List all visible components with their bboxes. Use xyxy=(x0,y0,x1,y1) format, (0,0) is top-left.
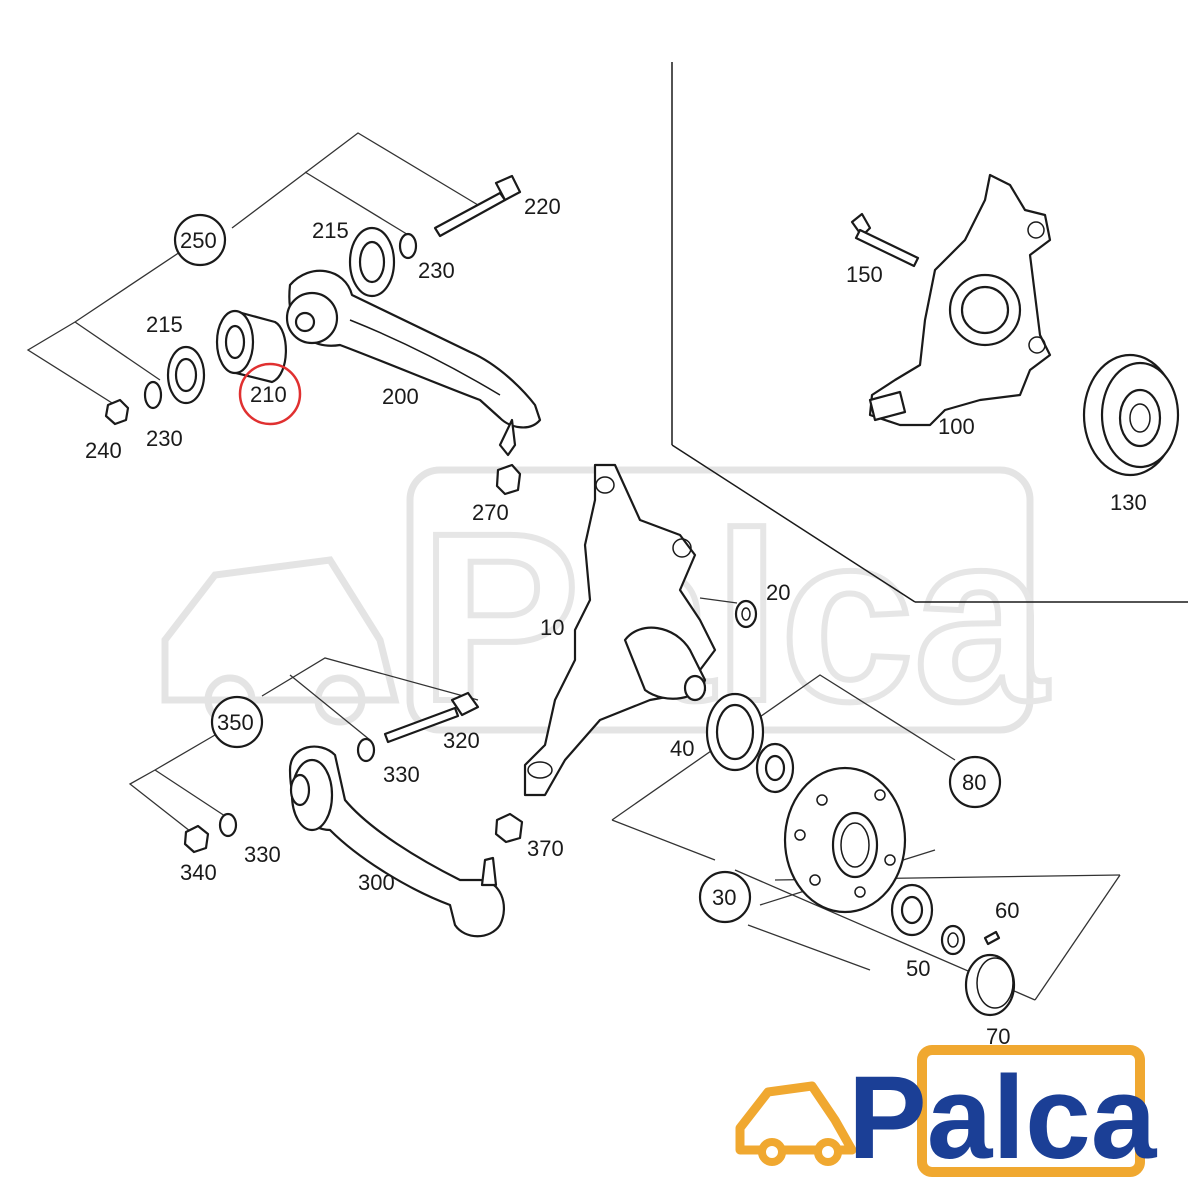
hub-flange xyxy=(783,766,907,914)
bushing-210 xyxy=(215,309,287,384)
label-10: 10 xyxy=(540,615,564,640)
label-70: 70 xyxy=(986,1024,1010,1049)
callout-labels: 250 220 215 230 215 210 200 230 240 270 … xyxy=(85,194,1147,1049)
label-80: 80 xyxy=(962,770,986,795)
label-230-top: 230 xyxy=(418,258,455,283)
label-60: 60 xyxy=(995,898,1019,923)
label-215-left: 215 xyxy=(146,312,183,337)
label-250: 250 xyxy=(180,228,217,253)
label-50: 50 xyxy=(906,956,930,981)
pin-60 xyxy=(983,930,1001,946)
bearing-outer xyxy=(890,883,934,937)
washer-230-left xyxy=(143,380,163,410)
cap-70 xyxy=(964,953,1016,1017)
logo-text: Palca xyxy=(848,1052,1158,1184)
highlight-ring-210 xyxy=(238,362,302,426)
palca-logo: Palca xyxy=(735,1045,1158,1184)
label-200: 200 xyxy=(382,384,419,409)
callout-80-circle xyxy=(948,755,1002,809)
label-150: 150 xyxy=(846,262,883,287)
label-100: 100 xyxy=(938,414,975,439)
upper-arm-group xyxy=(26,132,542,496)
hub-130 xyxy=(1082,353,1180,477)
label-30: 30 xyxy=(712,885,736,910)
label-215-top: 215 xyxy=(312,218,349,243)
nut-270 xyxy=(495,463,522,496)
label-230-left: 230 xyxy=(146,426,183,451)
label-220: 220 xyxy=(524,194,561,219)
nut-370 xyxy=(494,812,524,844)
nut-50 xyxy=(940,924,966,956)
logo-frame xyxy=(917,1045,1145,1177)
knuckle-group xyxy=(850,173,1180,477)
bolt-220 xyxy=(433,174,522,238)
section-divider xyxy=(671,62,1188,603)
label-330-upper: 330 xyxy=(383,762,420,787)
washer-20 xyxy=(699,597,758,629)
carrier-group xyxy=(523,463,758,797)
label-130: 130 xyxy=(1110,490,1147,515)
washer-330-upper xyxy=(356,737,376,763)
label-40: 40 xyxy=(670,736,694,761)
nut-240 xyxy=(104,398,130,426)
carrier-10 xyxy=(523,463,717,797)
label-270: 270 xyxy=(472,500,509,525)
label-340: 340 xyxy=(180,860,217,885)
bolt-320 xyxy=(383,691,480,744)
callout-250-circle xyxy=(173,213,227,267)
callout-30-circle xyxy=(698,870,752,924)
lower-arm-300 xyxy=(288,745,505,938)
label-320: 320 xyxy=(443,728,480,753)
bushing-215-top xyxy=(348,226,396,298)
bearing-inner xyxy=(755,742,795,794)
callout-350-circle xyxy=(210,695,264,749)
seal-40 xyxy=(705,692,765,772)
label-370: 370 xyxy=(527,836,564,861)
label-350: 350 xyxy=(217,710,254,735)
label-20: 20 xyxy=(766,580,790,605)
washer-330-lower xyxy=(218,812,238,838)
logo-car xyxy=(735,1081,857,1155)
washer-230-top xyxy=(398,232,418,260)
bolt-150 xyxy=(850,212,920,268)
label-240: 240 xyxy=(85,438,122,463)
bushing-215-left xyxy=(166,345,206,405)
wheel-hub-group xyxy=(611,674,1121,1017)
label-210: 210 xyxy=(250,382,287,407)
nut-340 xyxy=(183,824,210,854)
label-300: 300 xyxy=(358,870,395,895)
label-330-lower: 330 xyxy=(244,842,281,867)
lower-arm-group xyxy=(128,657,524,938)
